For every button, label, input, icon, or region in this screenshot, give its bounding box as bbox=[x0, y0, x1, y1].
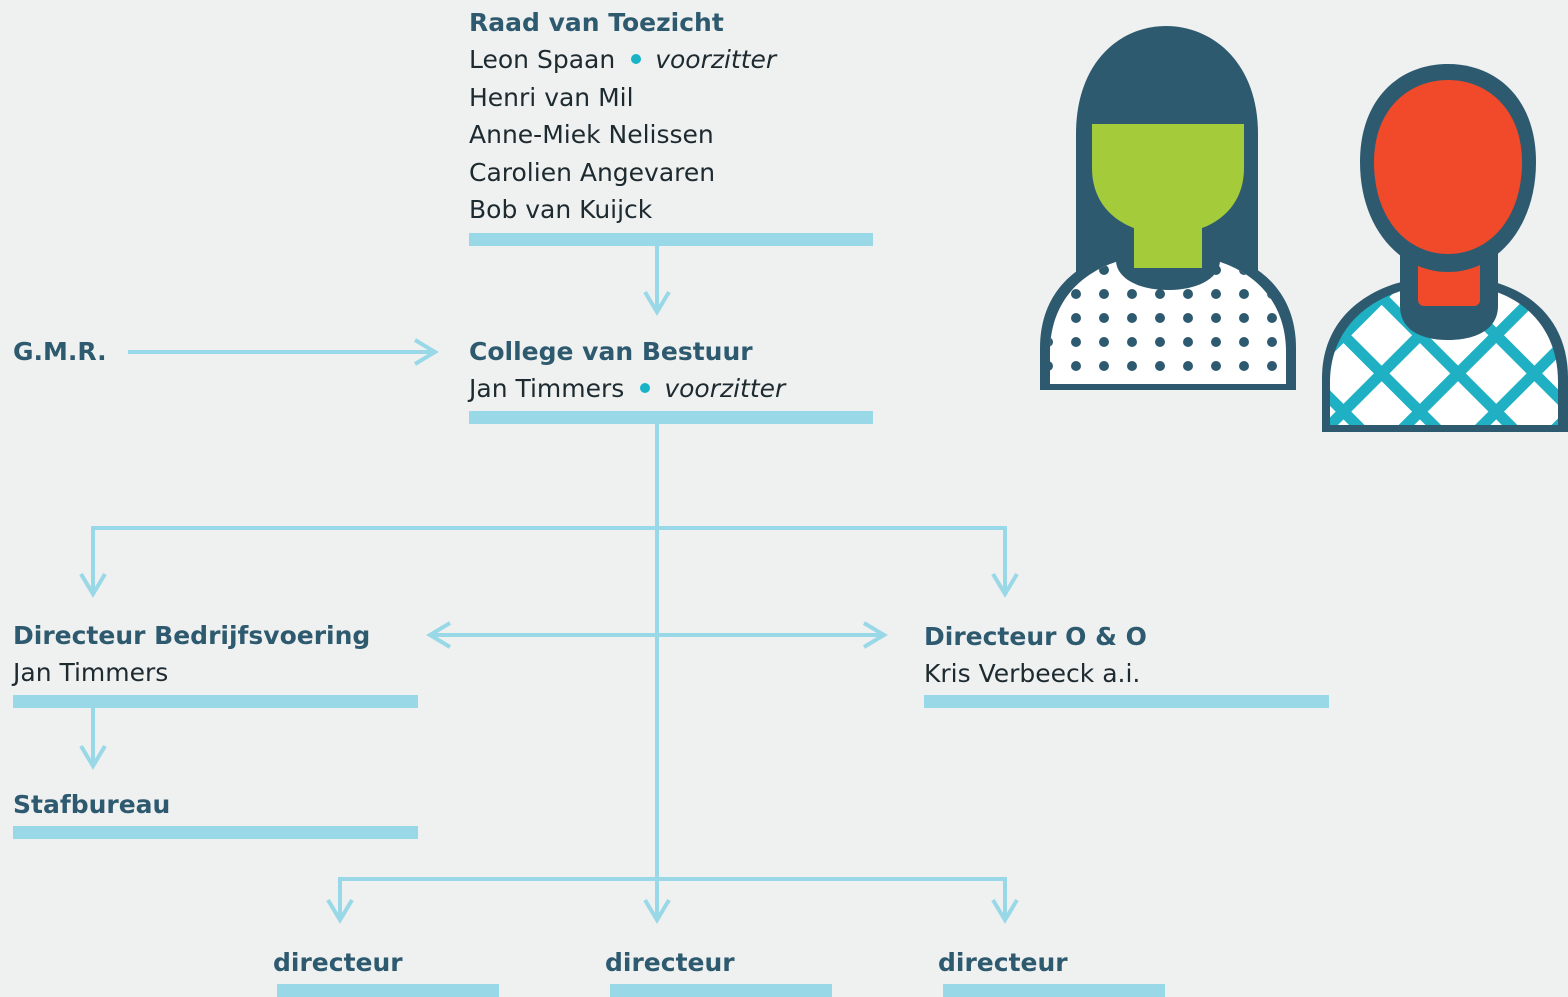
arrowhead-link-left bbox=[426, 621, 452, 649]
raad-member-role: voorzitter bbox=[655, 45, 777, 74]
college-member-name: Jan Timmers bbox=[469, 374, 625, 403]
arrowhead-directeur-2 bbox=[643, 898, 671, 924]
connector-directeuren bbox=[338, 877, 1007, 920]
gmr-title: G.M.R. bbox=[13, 337, 107, 366]
raad-member: Bob van Kuijck bbox=[469, 195, 653, 224]
stafbureau: Stafbureau bbox=[13, 787, 170, 823]
directeur-underline bbox=[943, 984, 1165, 997]
raad-van-toezicht: Raad van Toezicht Leon Spaan voorzitter H… bbox=[469, 5, 776, 229]
college-member-role: voorzitter bbox=[664, 374, 786, 403]
directeur-title: directeur bbox=[605, 948, 735, 977]
college-van-bestuur: College van Bestuur Jan Timmers voorzitte… bbox=[469, 334, 785, 408]
directeur-oeno: Directeur O & O Kris Verbeeck a.i. bbox=[924, 619, 1147, 693]
bullet-dot bbox=[631, 54, 642, 64]
raad-member: Carolien Angevaren bbox=[469, 157, 716, 187]
college-title: College van Bestuur bbox=[469, 337, 753, 366]
directeur-box: directeur bbox=[605, 945, 735, 981]
raad-title: Raad van Toezicht bbox=[469, 8, 724, 37]
raad-member: Leon Spaan voorzitter bbox=[469, 41, 776, 79]
college-member: Jan Timmers voorzitter bbox=[469, 370, 785, 408]
directeur-box: directeur bbox=[938, 945, 1068, 981]
college-underline bbox=[469, 411, 873, 424]
raad-member: Anne-Miek Nelissen bbox=[469, 120, 714, 149]
oeno-title: Directeur O & O bbox=[924, 622, 1147, 651]
gmr: G.M.R. bbox=[13, 334, 107, 370]
bullet-dot bbox=[640, 383, 651, 393]
person-male-icon bbox=[1322, 64, 1568, 432]
person-female-icon bbox=[1040, 26, 1296, 390]
arrowhead-directeur-1 bbox=[326, 898, 354, 924]
bedrijfsvoering-name: Jan Timmers bbox=[13, 658, 169, 687]
arrowhead-link-right bbox=[862, 621, 888, 649]
directeur-bedrijfsvoering: Directeur Bedrijfsvoering Jan Timmers bbox=[13, 618, 370, 692]
arrowhead-oeno bbox=[991, 572, 1019, 598]
stafbureau-underline bbox=[13, 826, 418, 839]
arrowhead-stafbureau bbox=[79, 744, 107, 770]
directeur-underline bbox=[610, 984, 832, 997]
arrowhead-directeur-3 bbox=[991, 898, 1019, 924]
directeur-underline bbox=[277, 984, 499, 997]
oeno-name: Kris Verbeeck a.i. bbox=[924, 659, 1141, 688]
people-illustration bbox=[1040, 26, 1568, 432]
oeno-underline bbox=[924, 695, 1329, 708]
directeur-box: directeur bbox=[273, 945, 403, 981]
arrowhead-gmr bbox=[413, 338, 439, 366]
connector-directors bbox=[91, 526, 1007, 594]
bedrijfsvoering-title: Directeur Bedrijfsvoering bbox=[13, 621, 371, 650]
raad-underline bbox=[469, 233, 873, 246]
raad-member: Henri van Mil bbox=[469, 82, 634, 112]
arrowhead-cvb bbox=[643, 290, 671, 316]
raad-member-name: Leon Spaan bbox=[469, 45, 616, 74]
arrowhead-bedrijfsvoering bbox=[79, 572, 107, 598]
directeur-title: directeur bbox=[938, 948, 1068, 977]
directeur-title: directeur bbox=[273, 948, 403, 977]
stafbureau-title: Stafbureau bbox=[13, 790, 171, 819]
bedrijfsvoering-underline bbox=[13, 695, 418, 708]
